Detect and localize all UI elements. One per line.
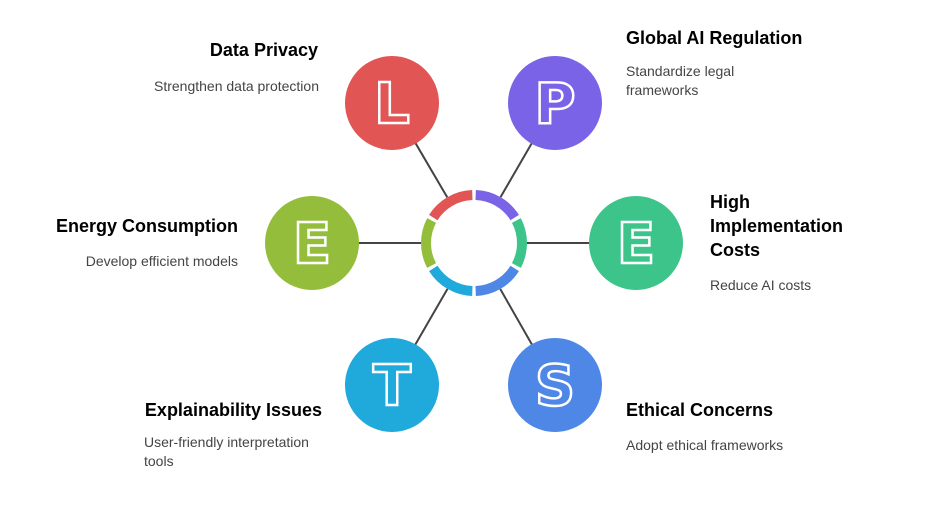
connector-line [499, 288, 534, 346]
desc-energy-consumption: Develop efficient models [85, 253, 238, 269]
ring-segment [429, 265, 473, 296]
title-data-privacy: Data Privacy [209, 40, 318, 60]
title-high-implementation-costs: High Implementation Costs [710, 192, 844, 260]
ring-segment [475, 265, 519, 296]
title-explainability-issues: Explainability Issues [144, 400, 322, 420]
letter-e: E [617, 212, 655, 277]
title-energy-consumption: Energy Consumption [55, 216, 238, 236]
letter-circle [345, 338, 439, 432]
ring-segment [511, 218, 527, 268]
connector-line [414, 142, 449, 198]
title-global-ai-regulation: Global AI Regulation [626, 28, 803, 48]
letter-s: S [535, 354, 575, 419]
ring-segment [429, 190, 473, 221]
letter-circle [508, 56, 602, 150]
desc-global-ai-regulation: Standardize legal frameworks [626, 63, 735, 98]
connector-line [499, 142, 533, 198]
letter-circle [265, 196, 359, 290]
ring-segment [421, 218, 437, 268]
letter-l: L [374, 72, 410, 137]
letter-t: T [373, 354, 411, 419]
letter-circle [508, 338, 602, 432]
desc-high-implementation-costs: Reduce AI costs [710, 277, 812, 293]
connector-line [414, 288, 449, 346]
ring-segment [475, 190, 519, 221]
letter-p: P [534, 72, 575, 137]
letter-circle [589, 196, 683, 290]
letter-e: E [293, 212, 331, 277]
desc-data-privacy: Strengthen data protection [153, 78, 319, 94]
letter-circle [345, 56, 439, 150]
title-ethical-concerns: Ethical Concerns [626, 400, 774, 420]
desc-ethical-concerns: Adopt ethical frameworks [626, 437, 784, 453]
desc-explainability-issues: User-friendly interpretation tools [144, 434, 309, 469]
